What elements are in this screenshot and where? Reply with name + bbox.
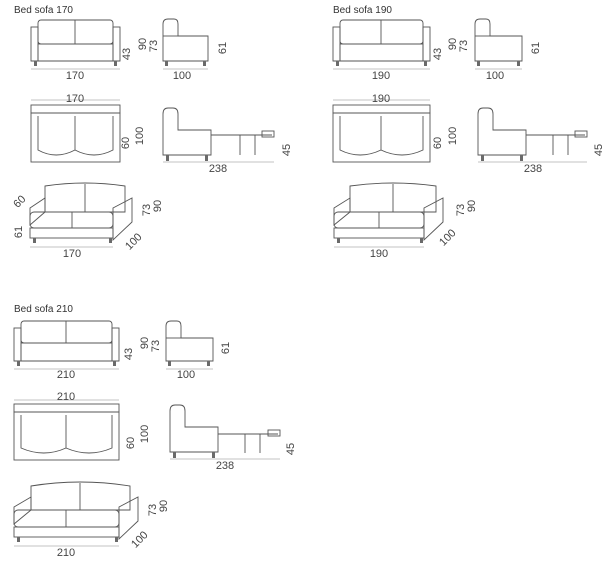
front-width-label: 190 [372,70,390,82]
persp-height-label: 73 [147,504,159,516]
top-depth-closed-label: 60 [125,437,137,449]
front-view: 170 43 90 73 [30,19,160,82]
front-width-label: 210 [57,369,75,381]
persp-height-label: 73 [455,204,467,216]
persp-total-height-label: 90 [158,500,170,512]
top-width-label: 190 [372,93,390,105]
top-view: 190 60 100 [332,93,459,163]
persp-dim-b-label: 61 [13,226,25,238]
bed-length-label: 238 [209,163,227,175]
persp-depth-label: 100 [437,227,458,248]
front-width-label: 170 [66,70,84,82]
top-width-label: 170 [66,93,84,105]
persp-dim-a-label: 60 [11,193,28,210]
front-total-height-label: 90 [139,337,151,349]
bed-height-label: 45 [281,144,293,156]
top-width-label: 210 [57,391,75,403]
section-bed-sofa-210: Bed sofa 210 210 43 90 73 100 61 [13,304,297,559]
front-total-height-label: 90 [137,38,149,50]
top-depth-closed-label: 60 [120,137,132,149]
front-back-height-label: 73 [148,40,160,52]
side-view: 100 61 [165,320,232,381]
persp-height-label: 73 [141,204,153,216]
bed-open-view: 238 45 [162,107,293,175]
front-total-height-label: 90 [447,38,459,50]
section-title: Bed sofa 210 [14,304,73,315]
perspective-view: 210 100 73 90 [13,481,170,559]
top-depth-closed-label: 60 [432,137,444,149]
bed-open-view: 238 45 [477,107,605,175]
bed-height-label: 45 [593,144,605,156]
bed-length-label: 238 [216,460,234,472]
bed-height-label: 45 [285,443,297,455]
top-depth-total-label: 100 [134,127,146,145]
side-seat-height-label: 61 [217,42,229,54]
perspective-view: 190 100 73 90 [333,182,478,260]
persp-width-label: 190 [370,248,388,260]
side-seat-height-label: 61 [530,42,542,54]
front-height-label: 43 [121,48,133,60]
top-depth-total-label: 100 [447,127,459,145]
side-depth-label: 100 [177,369,195,381]
front-back-height-label: 73 [458,40,470,52]
side-depth-label: 100 [173,70,191,82]
persp-width-label: 170 [63,248,81,260]
top-view: 210 60 100 [13,391,151,461]
section-title: Bed sofa 170 [14,5,73,16]
top-depth-total-label: 100 [139,425,151,443]
front-view: 190 43 90 73 [332,19,470,82]
persp-depth-label: 100 [123,231,144,252]
side-view: 100 61 [162,18,229,82]
side-depth-label: 100 [486,70,504,82]
bed-length-label: 238 [524,163,542,175]
front-height-label: 43 [432,48,444,60]
section-title: Bed sofa 190 [333,5,392,16]
side-view: 100 61 [474,18,542,82]
side-seat-height-label: 61 [220,342,232,354]
persp-width-label: 210 [57,547,75,559]
persp-total-height-label: 90 [152,200,164,212]
section-bed-sofa-190: Bed sofa 190 190 43 90 73 100 61 [332,5,605,260]
perspective-view: 170 100 73 90 60 61 [11,182,164,260]
bed-open-view: 238 45 [169,404,297,472]
front-height-label: 43 [123,348,135,360]
front-view: 210 43 90 73 [13,320,162,381]
persp-total-height-label: 90 [466,200,478,212]
section-bed-sofa-170: Bed sofa 170 170 43 90 73 100 61 [11,5,293,260]
top-view: 170 60 100 [30,93,146,163]
front-back-height-label: 73 [150,340,162,352]
persp-depth-label: 100 [129,529,150,550]
